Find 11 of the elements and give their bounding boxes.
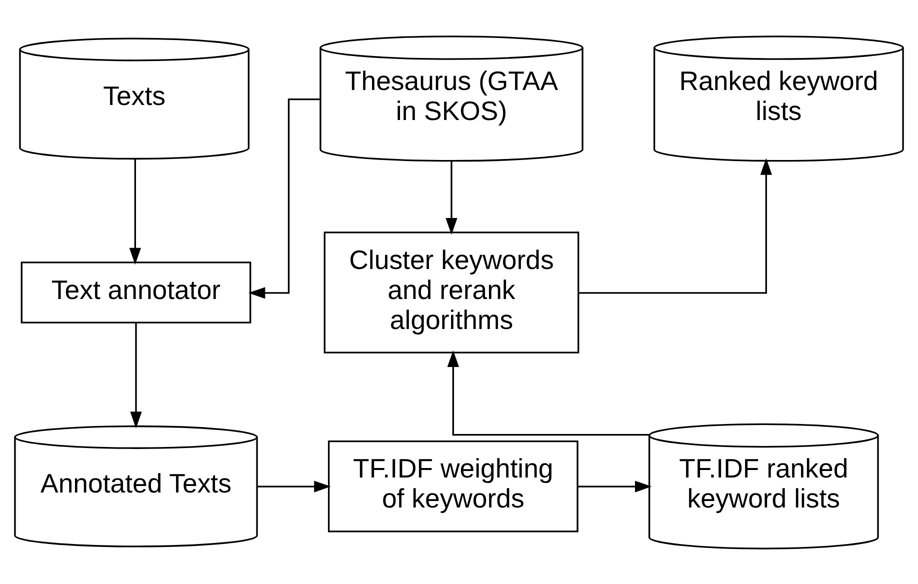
arrow [447, 350, 649, 436]
arrow [578, 480, 652, 492]
node-box: Text annotator [20, 261, 252, 323]
node-box: Cluster keywords and rerank algorithms [324, 231, 580, 353]
node-box: TF.IDF weighting of keywords [328, 440, 578, 532]
arrow [248, 98, 320, 298]
arrow [446, 160, 458, 234]
arrow [129, 158, 141, 264]
arrow [130, 322, 142, 428]
arrow [578, 158, 772, 294]
arrow [257, 480, 331, 492]
